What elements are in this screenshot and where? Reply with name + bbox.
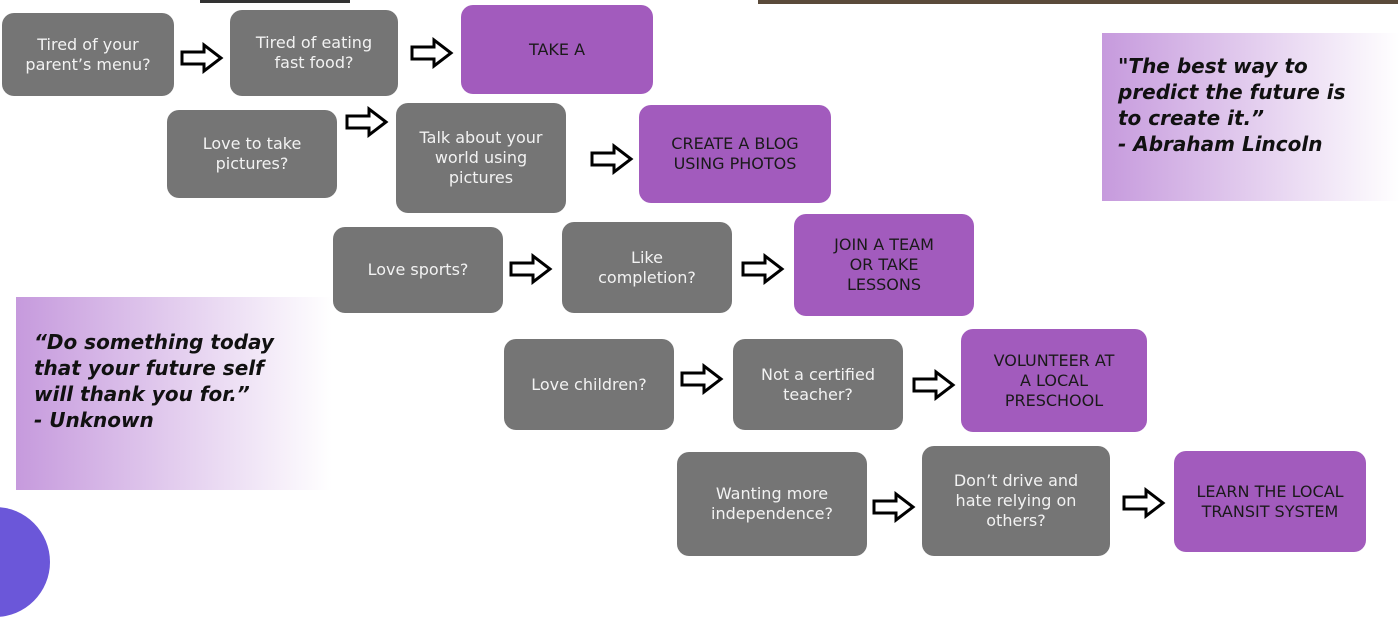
corner-decoration: [0, 507, 50, 617]
step-box-row2-2: Talk about your world using pictures: [396, 103, 566, 213]
quote-box-left: “Do something today that your future sel…: [16, 297, 332, 490]
step-box-row4-2: Not a certified teacher?: [733, 339, 903, 430]
arrow-icon: [741, 253, 785, 285]
action-box-row4: VOLUNTEER AT A LOCAL PRESCHOOL: [961, 329, 1147, 432]
quote-box-top-right: "The best way to predict the future is t…: [1102, 33, 1400, 201]
step-box-row1-2: Tired of eating fast food?: [230, 10, 398, 96]
action-box-row1: TAKE A: [461, 5, 653, 94]
quote-text-lincoln: "The best way to predict the future is t…: [1118, 54, 1346, 156]
step-box-row3-1: Love sports?: [333, 227, 503, 313]
step-box-row1-1: Tired of your parent’s menu?: [2, 13, 174, 96]
step-box-row3-2: Like completion?: [562, 222, 732, 313]
arrow-icon: [345, 106, 389, 138]
step-box-row5-1: Wanting more independence?: [677, 452, 867, 556]
step-box-row2-1: Love to take pictures?: [167, 110, 337, 198]
arrow-icon: [912, 369, 956, 401]
top-image-strip: [758, 0, 1398, 4]
action-box-row3: JOIN A TEAM OR TAKE LESSONS: [794, 214, 974, 316]
arrow-icon: [180, 42, 224, 74]
action-box-row5: LEARN THE LOCAL TRANSIT SYSTEM: [1174, 451, 1366, 552]
quote-text-unknown: “Do something today that your future sel…: [34, 330, 274, 432]
arrow-icon: [1122, 487, 1166, 519]
action-box-row2: CREATE A BLOG USING PHOTOS: [639, 105, 831, 203]
arrow-icon: [590, 143, 634, 175]
arrow-icon: [410, 37, 454, 69]
step-box-row5-2: Don’t drive and hate relying on others?: [922, 446, 1110, 556]
arrow-icon: [680, 363, 724, 395]
arrow-icon: [509, 253, 553, 285]
top-decoration-line: [200, 0, 350, 3]
step-box-row4-1: Love children?: [504, 339, 674, 430]
arrow-icon: [872, 491, 916, 523]
